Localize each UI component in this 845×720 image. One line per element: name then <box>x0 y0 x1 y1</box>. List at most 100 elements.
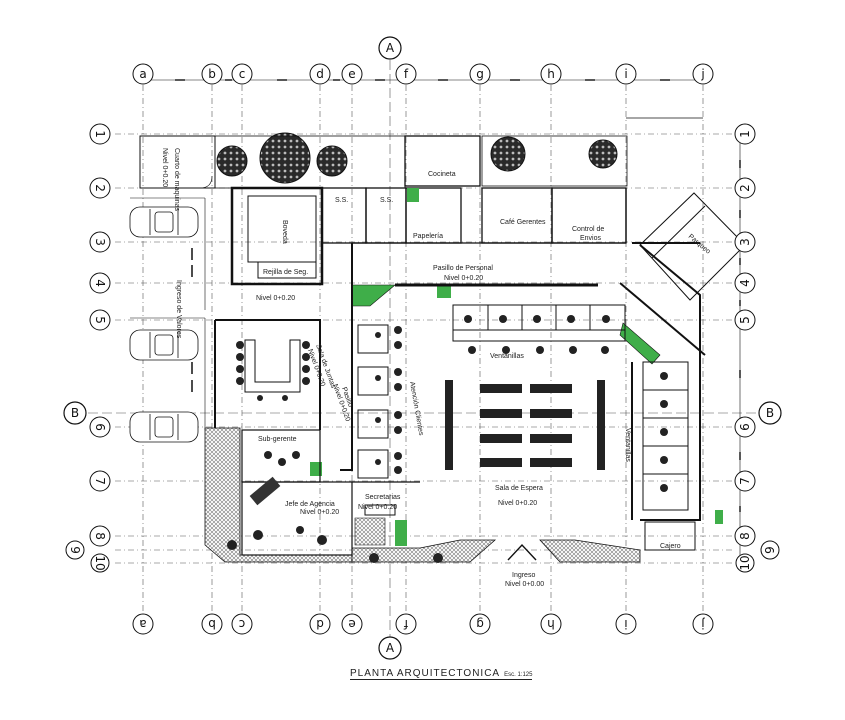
label-cuarto-maquinas: Cuarto de maquinas <box>173 148 180 212</box>
label-control-envios: Envios <box>580 235 602 242</box>
axis-col-top-e: e <box>348 67 355 81</box>
axis-row-left-2: 2 <box>93 184 107 192</box>
parqueo-block <box>639 192 746 301</box>
label-papeleria: Papelería <box>413 233 443 240</box>
cajero-box <box>644 521 696 551</box>
label-ventanillas-right: Ventanillas <box>624 428 631 462</box>
secretaria-desk <box>364 504 396 516</box>
axis-row-right-4: 4 <box>738 279 752 287</box>
label-control-de: Control de <box>572 226 604 233</box>
axis-bubbles-left <box>65 123 111 573</box>
axis-row-left-10: 10 <box>93 555 107 570</box>
hatched-entrance-right <box>539 539 641 563</box>
axis-col-bottom-c: c <box>239 617 246 631</box>
label-sala-espera: Sala de Espera <box>495 485 543 492</box>
axis-row-left-5: 5 <box>93 316 107 324</box>
axis-col-top-d: d <box>316 67 324 81</box>
label-ventanillas-top: Ventanillas <box>490 353 524 360</box>
axis-col-top-g: g <box>476 67 484 81</box>
tree-2 <box>259 132 311 184</box>
axis-col-top-i: i <box>624 67 627 81</box>
axis-row-left-4: 4 <box>93 279 107 287</box>
hatched-sec <box>354 517 386 546</box>
boveda-room <box>230 186 324 286</box>
label-secretarias: Secretarias <box>365 494 401 501</box>
axis-col-top-h: h <box>547 67 555 81</box>
plan-title-main: PLANTA ARQUITECTONICA <box>350 668 501 679</box>
ventanillas-right <box>642 361 689 511</box>
tree-1 <box>216 145 248 177</box>
axis-row-right-8: 8 <box>738 532 752 540</box>
teller-chairs-top <box>464 315 610 354</box>
atencion-desks <box>357 324 389 479</box>
label-boveda: Boveda <box>281 220 288 244</box>
label-ingreso-valores: Ingreso de Valores <box>175 280 182 339</box>
axis-col-top-a: a <box>139 67 146 81</box>
axis-col-top-c: c <box>239 67 246 81</box>
label-rejilla-nivel: Nivel 0+0.20 <box>256 295 295 302</box>
green-planter-left <box>351 284 396 307</box>
axis-row-right-9: 9 <box>763 546 777 554</box>
axis-row-right-10: 10 <box>738 555 752 570</box>
teller-chairs-right <box>660 372 668 492</box>
jefe-desk <box>249 476 281 506</box>
axis-col-bottom-h: h <box>547 617 555 631</box>
axis-col-bottom-g: g <box>476 617 484 631</box>
tree-3 <box>316 145 348 177</box>
section-markers <box>63 36 782 660</box>
axis-col-bottom-d: d <box>316 617 324 631</box>
tree-4 <box>490 136 526 172</box>
entrance-arch <box>507 543 537 561</box>
label-ingreso-nivel: Nivel 0+0.00 <box>505 581 544 588</box>
car-1 <box>129 206 199 238</box>
office-furniture <box>227 451 443 563</box>
label-ss-2: S.S. <box>380 197 393 204</box>
axis-row-left-9: 9 <box>68 546 82 554</box>
label-parqueo: Parqueo <box>687 233 712 255</box>
axis-col-bottom-f: f <box>403 617 408 631</box>
axis-col-top-b: b <box>208 67 216 81</box>
section-a-top: A <box>386 41 395 55</box>
green-planter-right <box>619 322 661 365</box>
axis-row-right-5: 5 <box>738 316 752 324</box>
axis-row-left-3: 3 <box>93 238 107 246</box>
label-cocineta: Cocineta <box>428 171 456 178</box>
axis-bubbles-bottom <box>132 613 714 635</box>
label-ingreso: Ingreso <box>512 572 535 579</box>
axis-row-right-3: 3 <box>738 238 752 246</box>
green-block-pasillo <box>437 284 451 298</box>
offices-bottom <box>241 429 420 556</box>
label-pasillo-personal-nivel: Nivel 0+0.20 <box>444 275 483 282</box>
service-block <box>321 135 627 244</box>
axis-row-right-2: 2 <box>738 184 752 192</box>
hatched-wall <box>204 427 353 563</box>
main-walls <box>214 242 706 521</box>
axis-grid <box>88 60 760 640</box>
section-b-left: B <box>71 406 79 420</box>
section-a-bottom: A <box>386 641 395 655</box>
car-2 <box>129 329 199 361</box>
axis-col-top-f: f <box>404 67 409 81</box>
section-b-right: B <box>766 406 774 420</box>
label-jefe-agencia-nivel: Nivel 0+0.20 <box>300 509 339 516</box>
label-rejilla: Rejilla de Seg. <box>263 269 308 276</box>
label-secretarias-nivel: Nivel 0+0.20 <box>358 504 397 511</box>
label-cuarto-nivel: Nivel 0+0.20 <box>161 148 168 187</box>
label-jefe-agencia: Jefe de Agencia <box>285 501 335 508</box>
axis-col-bottom-a: a <box>139 617 146 631</box>
axis-row-left-8: 8 <box>93 532 107 540</box>
tree-5 <box>588 139 618 169</box>
axis-bubbles-right <box>734 123 780 573</box>
green-block-cocineta <box>407 188 419 202</box>
top-garden-right <box>481 135 628 187</box>
axis-row-right-1: 1 <box>738 130 752 138</box>
axis-col-bottom-b: b <box>208 617 216 631</box>
label-sub-gerente: Sub-gerente <box>258 436 297 443</box>
axis-col-bottom-j: j <box>701 617 705 631</box>
hatched-entrance <box>351 539 497 563</box>
axis-bubbles-top <box>132 63 714 85</box>
axis-row-right-7: 7 <box>738 477 752 485</box>
car-3 <box>129 411 199 443</box>
